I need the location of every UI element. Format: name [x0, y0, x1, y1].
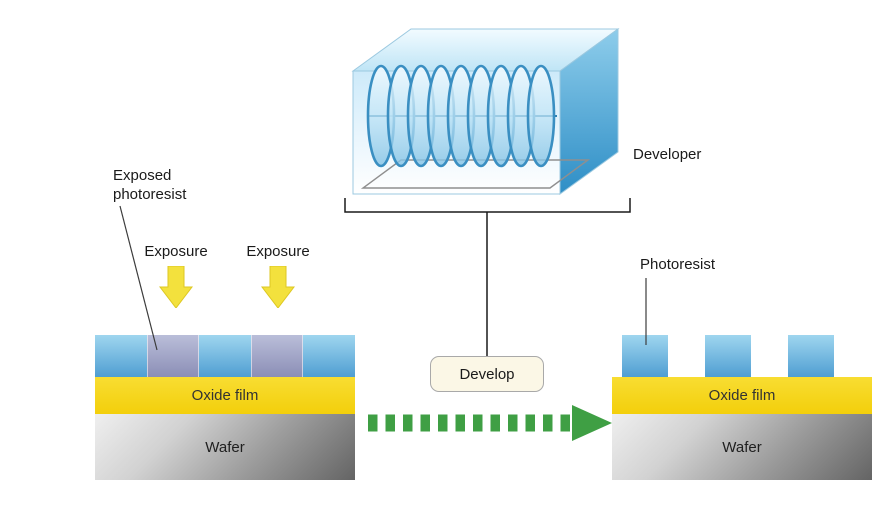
photoresist-segment — [95, 335, 147, 377]
photoresist-segment — [199, 335, 251, 377]
exposure-label-left: Exposure — [144, 243, 208, 260]
exposed-photoresist-label-line1: Exposed — [113, 167, 172, 184]
photoresist-blocks-row — [612, 335, 872, 377]
photoresist-label: Photoresist — [640, 256, 716, 273]
oxide-film-layer: Oxide film — [612, 377, 872, 414]
exposure-down-arrow-icon-right — [261, 266, 295, 308]
photoresist-block — [788, 335, 834, 377]
exposure-label-right: Exposure — [246, 243, 310, 260]
developer-label: Developer — [633, 146, 702, 163]
oxide-film-layer: Oxide film — [95, 377, 355, 414]
photoresist-block — [705, 335, 751, 377]
exposed-photoresist-label: Exposed photoresist — [113, 167, 186, 205]
photoresist-segment — [303, 335, 355, 377]
exposed-photoresist-segment — [147, 335, 199, 377]
right-wafer-stack: Oxide film Wafer — [612, 335, 872, 480]
exposed-photoresist-segment — [251, 335, 303, 377]
tank-tray-outline — [360, 159, 591, 189]
develop-step-label: Develop — [430, 356, 544, 392]
wafer-layer: Wafer — [612, 414, 872, 480]
oxide-film-label: Oxide film — [191, 387, 259, 404]
wafer-label: Wafer — [722, 438, 762, 456]
wafer-layer: Wafer — [95, 414, 355, 480]
exposed-photoresist-pointer-line — [119, 205, 158, 351]
coil-icon — [366, 64, 556, 168]
developer-tank-illustration — [351, 28, 620, 195]
left-wafer-stack: Oxide film Wafer — [95, 335, 355, 480]
photoresist-block — [622, 335, 668, 377]
process-right-arrow-icon — [368, 405, 612, 441]
exposed-photoresist-label-line2: photoresist — [113, 185, 187, 203]
exposure-down-arrow-icon-left — [159, 266, 193, 308]
photoresist-layer — [95, 335, 355, 377]
oxide-film-label: Oxide film — [708, 387, 776, 404]
wafer-label: Wafer — [205, 438, 245, 456]
